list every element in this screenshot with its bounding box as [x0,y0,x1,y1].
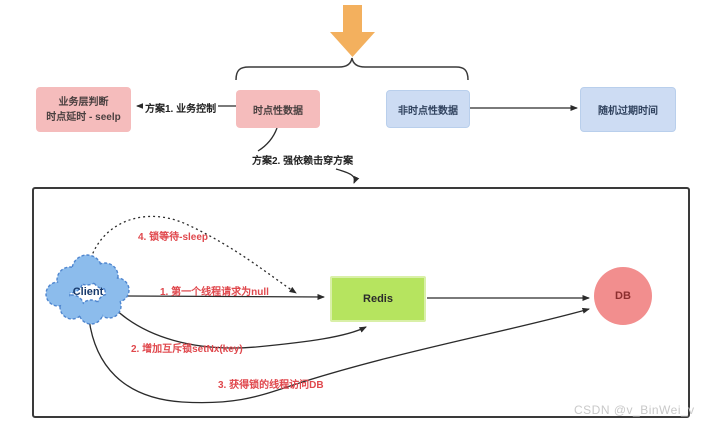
step4-label: 4. 锁等待-sleep [138,232,209,243]
flow-down-arrow-icon [330,5,375,57]
client-node-label: Client [72,286,104,298]
redis-node: Redis [330,276,426,322]
step1-label: 1. 第一个线程请求为null [160,287,269,298]
step3-label: 3. 获得锁的线程访问DB [218,380,324,391]
timely-data-box: 时点性数据 [236,90,320,128]
business-layer-line2: 时点延时 - seelp [46,111,121,123]
plan1-arrow-label: 方案1. 业务控制 [143,100,219,115]
client-cloud-fill [47,256,128,323]
business-layer-line1: 业务层判断 [58,96,109,108]
plan2-label: 方案2. 强依赖击穿方案 [252,156,354,167]
step2-arrow [111,305,367,349]
business-layer-box: 业务层判断 时点延时 - seelp [36,87,131,132]
random-expire-box: 随机过期时间 [580,87,676,132]
step2-label: 2. 增加互斥锁setNx(key) [131,344,243,355]
plan2-curve-top [257,127,278,152]
non-timely-data-box: 非时点性数据 [386,90,470,128]
watermark: CSDN @v_BinWei_v [574,403,695,417]
step4-dotted-arrow [90,215,297,294]
step1-arrow [125,293,325,300]
db-node: DB [594,267,652,325]
step3-arrow [88,307,590,404]
curly-brace [235,57,469,81]
plan2-curve-bottom [335,168,360,184]
